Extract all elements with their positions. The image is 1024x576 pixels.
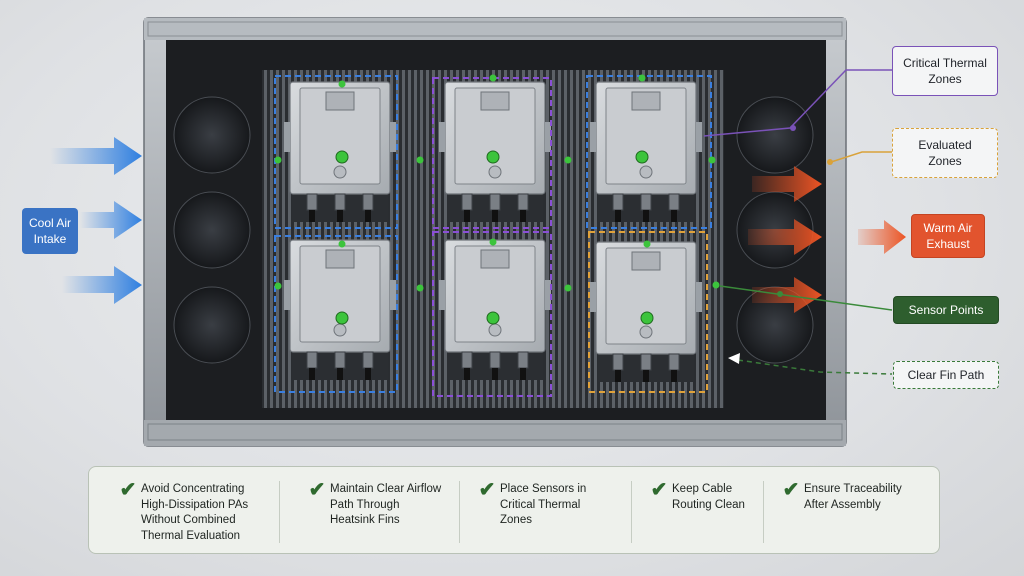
zone-critical-bottom [432, 231, 552, 397]
pa-module [284, 81, 396, 222]
warm-air-exhaust-label: Warm Air Exhaust [911, 214, 985, 258]
sensor-point [338, 240, 346, 248]
check-icon: ✔ [119, 479, 137, 501]
pa-module [590, 241, 702, 382]
check-icon: ✔ [650, 479, 668, 501]
callout-leaders [703, 69, 893, 375]
sensor-point [643, 240, 651, 248]
pa-modules [284, 81, 702, 382]
checklist-item: ✔ Ensure Traceability After Assembly [763, 479, 933, 543]
check-icon: ✔ [308, 479, 326, 501]
sensor-point [335, 311, 349, 325]
checklist-item: ✔ Place Sensors in Critical Thermal Zone… [459, 479, 631, 543]
checklist-item-text: Maintain Clear Airflow Path Through Heat… [330, 483, 442, 526]
sensor-point [489, 74, 497, 82]
thermal-zones [274, 75, 712, 397]
check-icon: ✔ [782, 479, 800, 501]
sensor-point [635, 150, 649, 164]
warm-air-arrow-icon [858, 220, 906, 254]
evaluated-zones-label: Evaluated Zones [892, 128, 998, 178]
sensor-point [712, 281, 720, 289]
checklist-item-text: Avoid Concentrating High-Dissipation PAs… [141, 483, 249, 542]
pa-module [439, 239, 551, 380]
intake-fans [173, 96, 251, 364]
pa-module [590, 81, 702, 222]
cool-air-intake-label: Cool Air Intake [22, 208, 78, 254]
checklist-item-text: Keep Cable Routing Clean [672, 483, 745, 511]
clear-fin-path-label: Clear Fin Path [893, 361, 999, 389]
sensor-point [338, 80, 346, 88]
checklist-item: ✔ Avoid Concentrating High-Dissipation P… [89, 479, 279, 543]
sensor-points-label: Sensor Points [893, 296, 999, 324]
pa-module [439, 81, 551, 222]
sensor-point [486, 150, 500, 164]
checklist-item-text: Place Sensors in Critical Thermal Zones [500, 483, 587, 526]
sensor-point [274, 282, 282, 290]
sensor-point [640, 311, 654, 325]
checklist-item: ✔ Keep Cable Routing Clean [631, 479, 763, 543]
sensor-point [486, 311, 500, 325]
zone-blue-top-right [586, 75, 712, 229]
check-icon: ✔ [478, 479, 496, 501]
critical-thermal-zones-label: Critical Thermal Zones [892, 46, 998, 96]
zone-evaluated-bottom-right [588, 231, 708, 393]
sensor-point [274, 156, 282, 164]
sensor-point [564, 284, 572, 292]
zone-blue-top-left [274, 75, 398, 229]
cool-air-arrow-icon [62, 266, 142, 304]
sensor-point [489, 238, 497, 246]
sensor-point [638, 74, 646, 82]
sensor-point [335, 150, 349, 164]
design-guidelines-checklist: ✔ Avoid Concentrating High-Dissipation P… [88, 466, 940, 554]
sensor-point [708, 156, 716, 164]
sensor-points [274, 74, 720, 325]
warm-air-arrow-icon [752, 166, 822, 202]
warm-air-arrow-icon [748, 219, 822, 255]
zone-blue-bottom-left [274, 235, 398, 393]
cool-air-arrow-icon [80, 201, 142, 239]
pa-module [284, 239, 396, 380]
checklist-item-text: Ensure Traceability After Assembly [804, 483, 902, 511]
cool-air-arrows [50, 137, 142, 304]
zone-critical-top [432, 77, 552, 229]
sensor-point [416, 156, 424, 164]
sensor-point [564, 156, 572, 164]
cool-air-arrow-icon [50, 137, 142, 175]
checklist-item: ✔ Maintain Clear Airflow Path Through He… [279, 479, 459, 543]
sensor-point [416, 284, 424, 292]
